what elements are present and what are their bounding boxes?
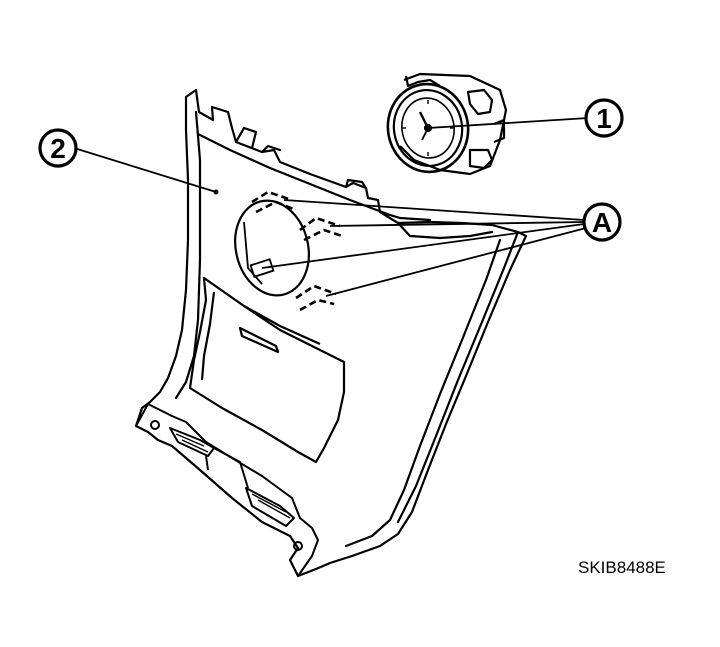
callout-1: 1 <box>584 98 624 138</box>
leader-clock <box>427 117 589 129</box>
callout-1-label: 1 <box>596 103 612 134</box>
leader-clip-2 <box>329 221 585 227</box>
figure-code: SKIB8488E <box>578 558 666 577</box>
leader-clip-4 <box>325 227 587 297</box>
callout-2-label: 2 <box>50 133 66 164</box>
panel-leader-dot <box>213 189 219 195</box>
cluster-lid-panel <box>134 88 528 578</box>
clock-opening <box>234 199 310 297</box>
lower-pocket <box>188 276 346 464</box>
leader-lines <box>73 117 589 297</box>
leader-clip-1 <box>283 199 585 221</box>
leader-panel <box>73 147 217 193</box>
clock-assembly <box>386 72 508 176</box>
callout-a: A <box>582 202 622 242</box>
bottom-bracket <box>135 403 319 577</box>
clip-positions <box>251 190 343 312</box>
callout-a-label: A <box>592 207 612 238</box>
callout-2: 2 <box>38 128 78 168</box>
leader-clip-3 <box>261 223 585 269</box>
